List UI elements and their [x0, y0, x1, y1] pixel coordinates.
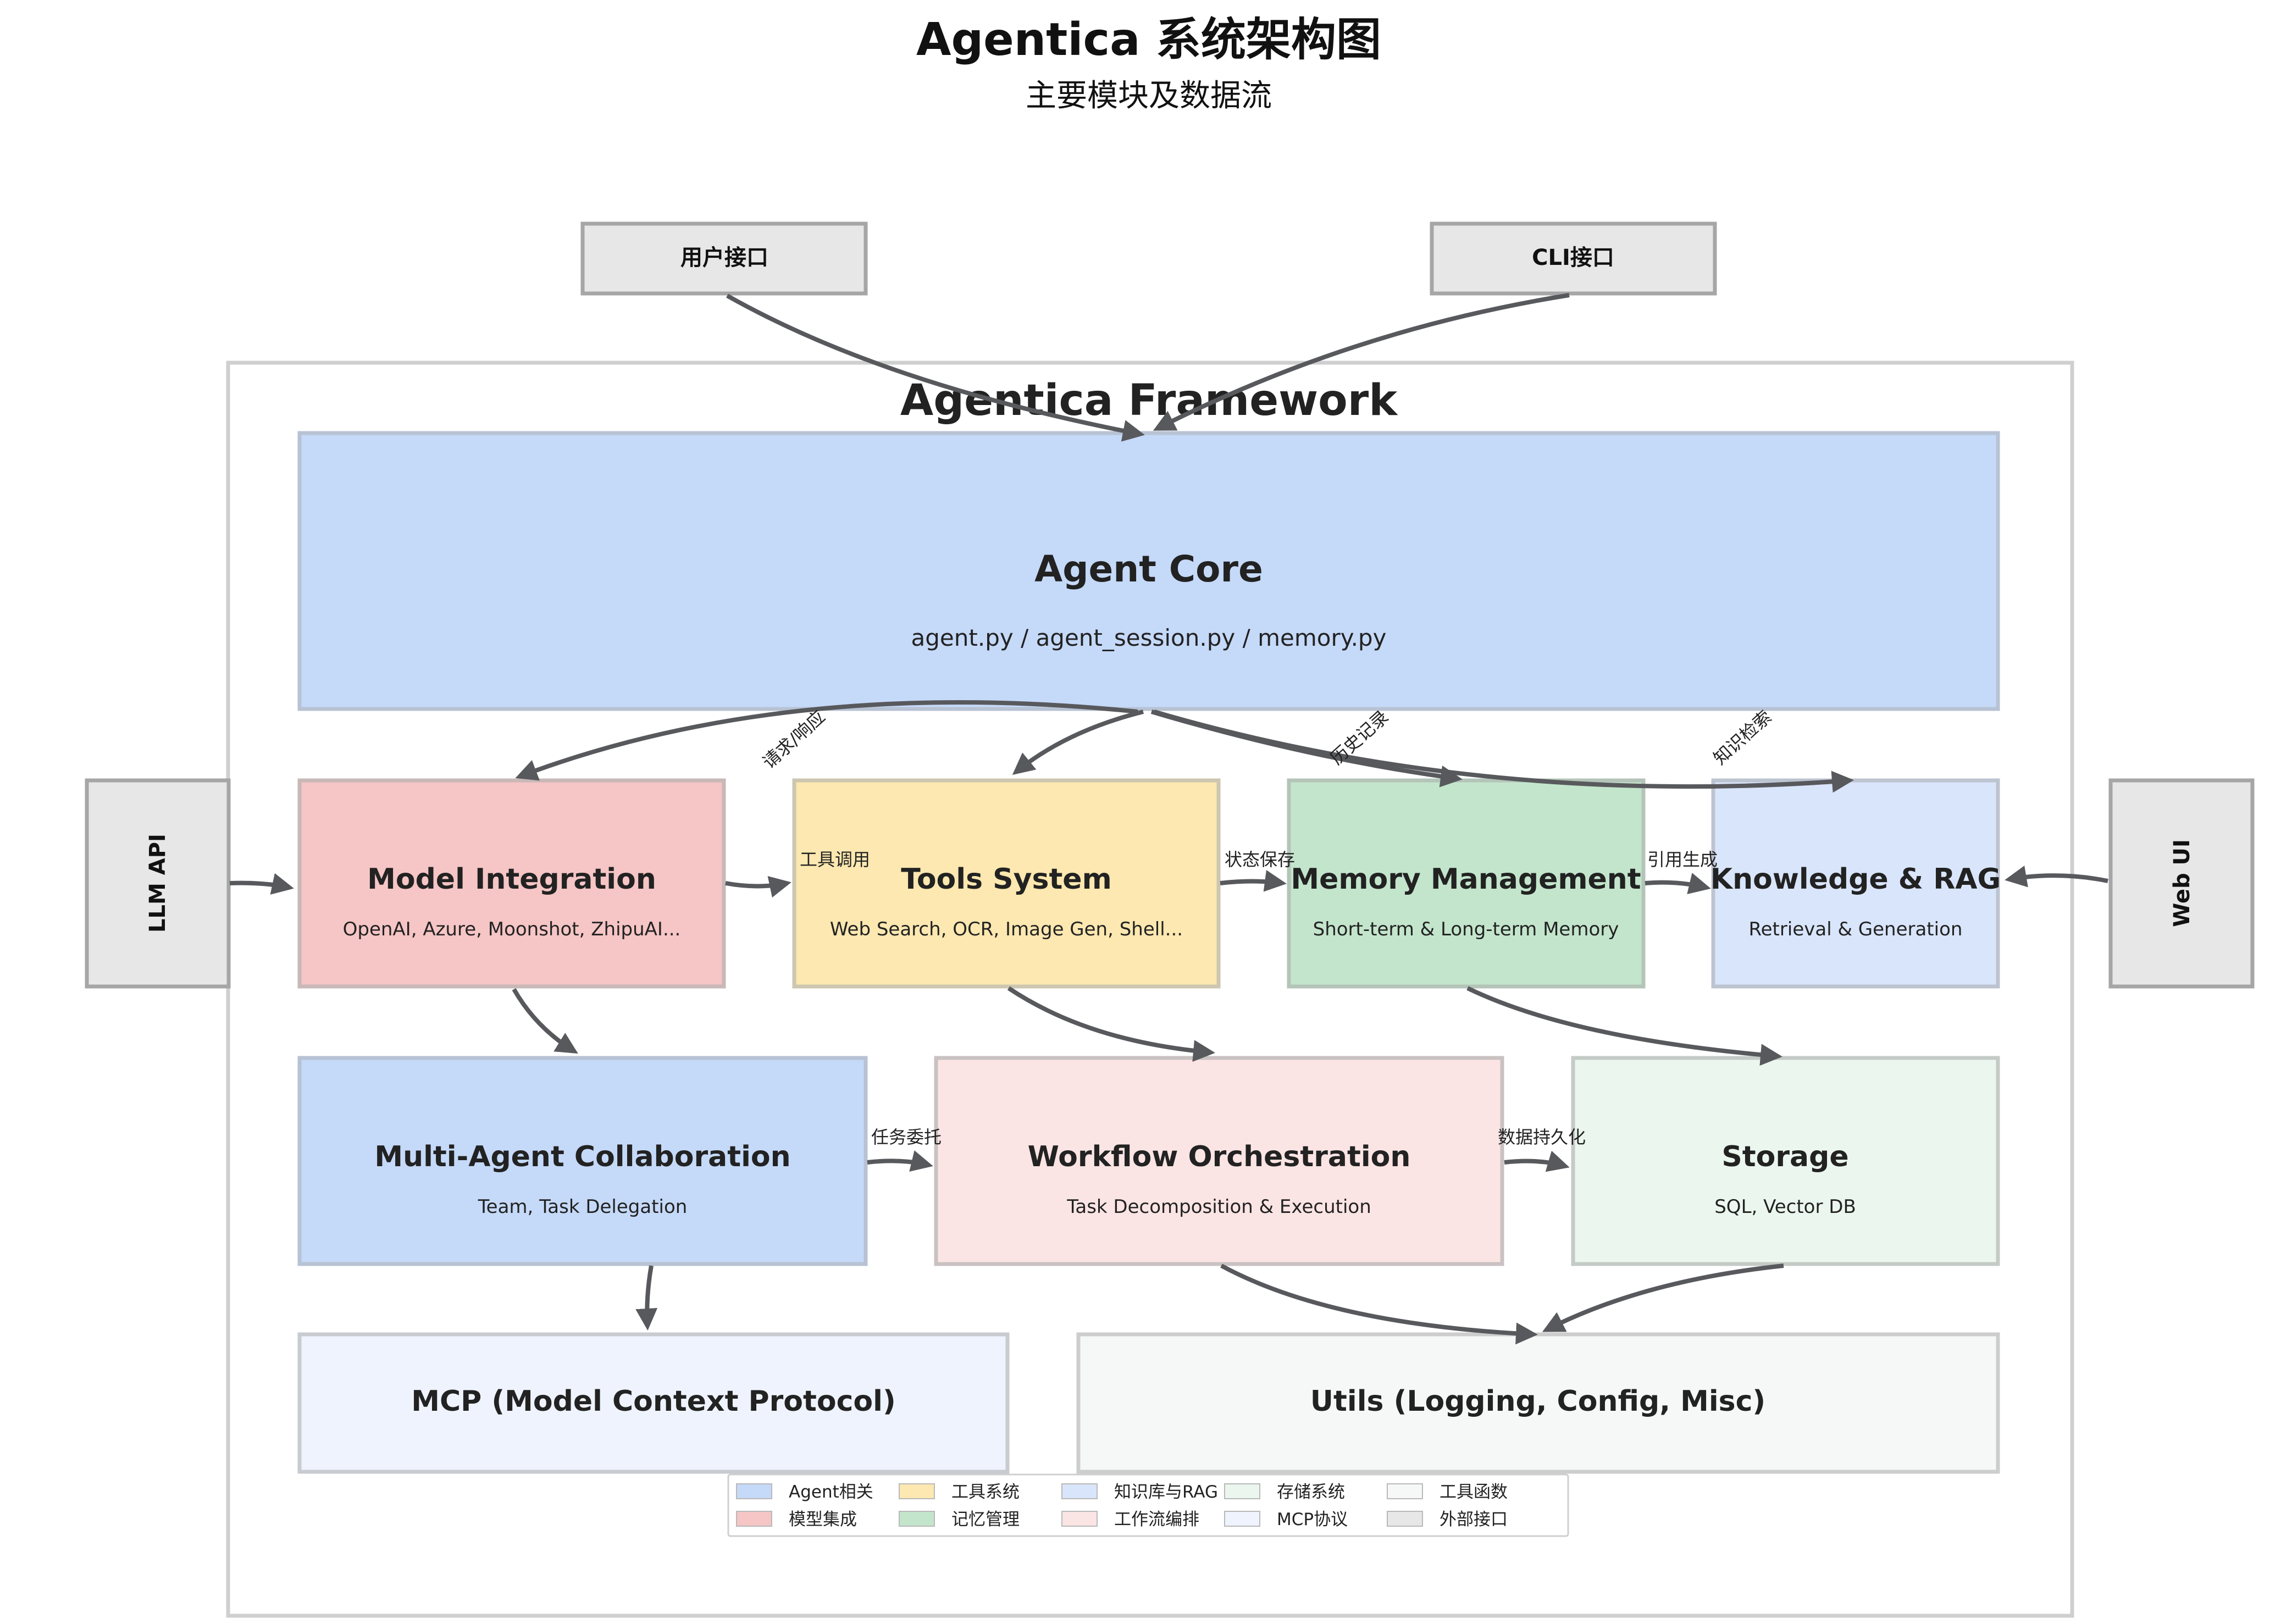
arrow-llm-to-model: [229, 873, 294, 895]
utils-module: Utils (Logging, Config, Misc): [1076, 1332, 2000, 1474]
knowledge-rag-title: Knowledge & RAG: [1710, 863, 2001, 896]
cli-interface-label: CLI接口: [1532, 245, 1614, 270]
arrow-cli-to-core: [1153, 293, 1570, 431]
arrow-storage-to-utils: [1542, 1263, 1784, 1332]
legend-swatch: [1224, 1483, 1260, 1499]
arrow-webui-to-knowledge: [2005, 866, 2108, 888]
legend-label: 外部接口: [1440, 1510, 1508, 1529]
legend-label: 工作流编排: [1114, 1510, 1199, 1529]
llm-api-box: LLM API: [85, 778, 231, 989]
workflow-module: Workflow Orchestration Task Decompositio…: [934, 1056, 1504, 1266]
model-integration-subtitle: OpenAI, Azure, Moonshot, ZhipuAI...: [343, 918, 681, 940]
legend-label: MCP协议: [1277, 1510, 1348, 1529]
legend-label: 工具函数: [1440, 1482, 1508, 1502]
knowledge-rag-module: Knowledge & RAG Retrieval & Generation: [1710, 778, 2001, 989]
agent-core-module: Agent Core agent.py / agent_session.py /…: [297, 431, 2000, 711]
storage-title: Storage: [1721, 1140, 1848, 1173]
legend-swatch: [736, 1483, 772, 1499]
knowledge-rag-subtitle: Retrieval & Generation: [1749, 918, 1963, 940]
arrow-workflow-to-storage: [1504, 1150, 1570, 1172]
edge-label-tool-call: 工具调用: [800, 849, 870, 870]
legend-label: 存储系统: [1277, 1482, 1345, 1502]
legend-swatch: [1061, 1483, 1098, 1499]
arrow-tools-to-workflow: [1007, 986, 1215, 1062]
legend-box: [727, 1473, 1569, 1537]
edge-label-persistence: 数据持久化: [1498, 1127, 1586, 1148]
storage-module: Storage SQL, Vector DB: [1571, 1056, 2000, 1266]
edge-label-task-delegation: 任务委托: [871, 1127, 942, 1148]
cli-interface-box: CLI接口: [1430, 221, 1717, 296]
mcp-title: MCP (Model Context Protocol): [411, 1385, 896, 1418]
web-ui-label: Web UI: [2169, 839, 2195, 927]
user-interface-label: 用户接口: [680, 245, 768, 270]
tools-system-title: Tools System: [901, 863, 1112, 896]
legend-label: 记忆管理: [951, 1510, 1020, 1529]
memory-management-title: Memory Management: [1291, 863, 1641, 896]
workflow-title: Workflow Orchestration: [1028, 1140, 1411, 1173]
multi-agent-title: Multi-Agent Collaboration: [374, 1140, 790, 1173]
arrow-model-to-multiagent: [512, 988, 578, 1054]
arrow-workflow-to-utils: [1220, 1263, 1538, 1345]
memory-management-module: Memory Management Short-term & Long-term…: [1287, 778, 1646, 989]
edge-label-citation: 引用生成: [1647, 849, 1718, 870]
utils-title: Utils (Logging, Config, Misc): [1310, 1385, 1765, 1418]
diagram-subtitle: 主要模块及数据流: [1026, 78, 1272, 114]
legend-swatch: [899, 1483, 935, 1499]
model-integration-title: Model Integration: [367, 863, 656, 896]
legend-label: 知识库与RAG: [1114, 1482, 1218, 1502]
arrow-multiagent-to-workflow: [867, 1150, 933, 1172]
arrow-core-to-model: [515, 700, 1138, 781]
edge-label-state-save: 状态保存: [1225, 849, 1295, 870]
arrow-memory-to-storage: [1466, 986, 1782, 1066]
arrow-core-to-knowledge: [1153, 710, 1854, 793]
multi-agent-module: Multi-Agent Collaboration Team, Task Del…: [297, 1056, 868, 1266]
arrow-model-to-tools: [725, 876, 791, 898]
arrow-multiagent-to-mcp: [635, 1265, 658, 1331]
legend-swatch: [1387, 1483, 1423, 1499]
multi-agent-subtitle: Team, Task Delegation: [478, 1196, 688, 1218]
model-integration-module: Model Integration OpenAI, Azure, Moonsho…: [297, 778, 726, 989]
arrow-tools-to-memory: [1220, 869, 1287, 892]
arrow-core-to-tools: [1012, 710, 1144, 775]
legend-swatch: [1224, 1511, 1260, 1527]
storage-subtitle: SQL, Vector DB: [1714, 1196, 1856, 1218]
web-ui-box: Web UI: [2108, 778, 2255, 989]
legend-swatch: [899, 1511, 935, 1527]
tools-system-module: Tools System Web Search, OCR, Image Gen,…: [792, 778, 1221, 989]
arrow-memory-to-knowledge: [1645, 873, 1711, 895]
legend-swatch: [736, 1511, 772, 1527]
legend-swatch: [1387, 1511, 1423, 1527]
legend-label: Agent相关: [789, 1482, 873, 1502]
legend-label: 工具系统: [951, 1482, 1020, 1502]
legend-label: 模型集成: [789, 1510, 857, 1529]
memory-management-subtitle: Short-term & Long-term Memory: [1313, 918, 1619, 940]
agent-core-subtitle: agent.py / agent_session.py / memory.py: [911, 624, 1387, 651]
arrow-user-to-core: [726, 293, 1145, 442]
legend-swatch: [1061, 1511, 1098, 1527]
tools-system-subtitle: Web Search, OCR, Image Gen, Shell...: [830, 918, 1183, 940]
user-interface-box: 用户接口: [580, 221, 868, 296]
agent-core-title: Agent Core: [1034, 548, 1263, 590]
diagram-title: Agentica 系统架构图: [916, 14, 1381, 66]
workflow-subtitle: Task Decomposition & Execution: [1066, 1196, 1371, 1218]
mcp-module: MCP (Model Context Protocol): [297, 1332, 1010, 1474]
framework-label: Agentica Framework: [900, 376, 1398, 425]
llm-api-label: LLM API: [145, 834, 170, 933]
